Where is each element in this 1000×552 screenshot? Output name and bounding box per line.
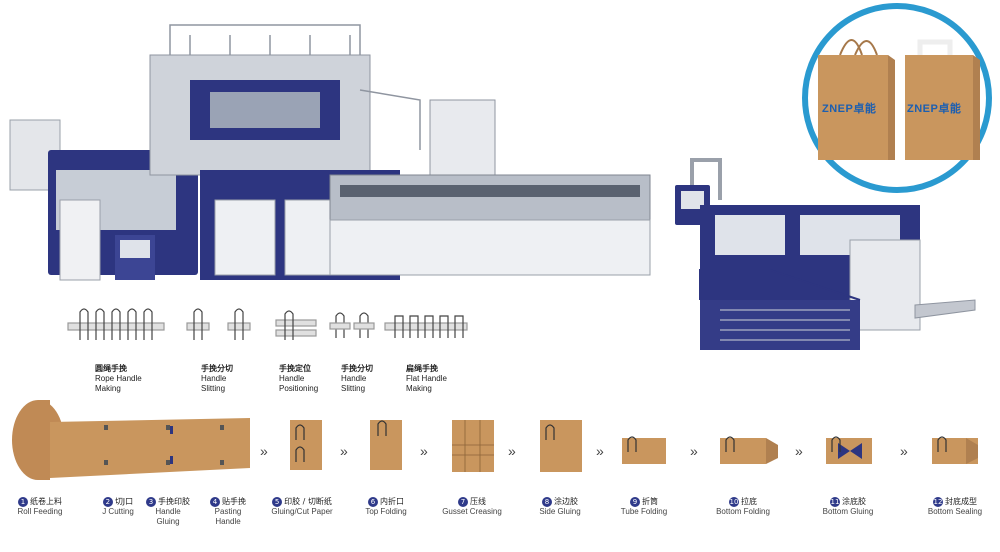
- process-steps-graphics: [12, 400, 978, 480]
- handle-slitting-icon-2: [329, 312, 375, 338]
- brand-logo-2: ZNEP卓能: [907, 103, 962, 115]
- handle-type-icons: [67, 308, 468, 340]
- step-arrow: »: [508, 443, 516, 459]
- brand-logo-1: ZNEP卓能: [822, 103, 877, 115]
- step-arrow: »: [420, 443, 428, 459]
- step-arrow: »: [795, 443, 803, 459]
- flat-handle-icon: [384, 315, 468, 338]
- handle-positioning-icon: [275, 310, 317, 340]
- step-arrow: »: [340, 443, 348, 459]
- step-arrow: »: [690, 443, 698, 459]
- handle-slitting-icon: [186, 308, 251, 340]
- rope-handle-icon: [67, 308, 165, 340]
- step-arrow: »: [596, 443, 604, 459]
- bag-making-machine: [9, 24, 976, 350]
- step-arrow: »: [260, 443, 268, 459]
- product-bags-circle: [802, 3, 992, 193]
- step-arrow: »: [900, 443, 908, 459]
